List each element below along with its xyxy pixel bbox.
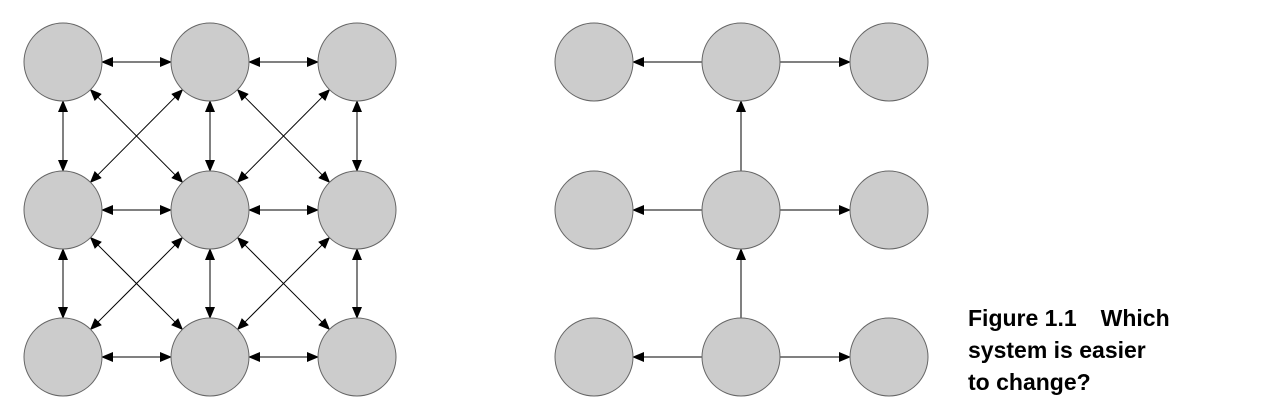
caption-first-line: Figure 1.1 Which: [968, 302, 1248, 334]
caption-line-3: to change?: [968, 369, 1091, 395]
mesh-edge-17: [89, 236, 184, 331]
caption-label: Figure 1.1: [968, 305, 1077, 331]
tree-node-r1c0: [554, 170, 634, 250]
mesh-node-r0c0: [23, 22, 103, 102]
mesh-node-r1c2: [317, 170, 397, 250]
tree-node-r0c2: [849, 22, 929, 102]
tree-node-r2c0: [554, 317, 634, 397]
mesh-node-r0c1: [170, 22, 250, 102]
mesh-edge-15: [236, 88, 331, 184]
caption-line-1: Which: [1100, 305, 1170, 331]
edges-layer: [58, 57, 851, 362]
mesh-node-r1c0: [23, 170, 103, 250]
figure-caption: Figure 1.1 Which system is easier to chan…: [968, 302, 1248, 398]
mesh-node-r2c2: [317, 317, 397, 397]
mesh-edge-13: [89, 88, 184, 184]
tree-node-r1c2: [849, 170, 929, 250]
tree-node-r2c2: [849, 317, 929, 397]
nodes-layer: [23, 22, 929, 397]
tree-node-r0c0: [554, 22, 634, 102]
mesh-node-r0c2: [317, 22, 397, 102]
caption-line-2: system is easier: [968, 337, 1146, 363]
mesh-node-r2c0: [23, 317, 103, 397]
tree-node-r1c1: [701, 170, 781, 250]
mesh-edge-19: [236, 236, 331, 331]
tree-node-r0c1: [701, 22, 781, 102]
tree-node-r2c1: [701, 317, 781, 397]
mesh-node-r2c1: [170, 317, 250, 397]
mesh-node-r1c1: [170, 170, 250, 250]
